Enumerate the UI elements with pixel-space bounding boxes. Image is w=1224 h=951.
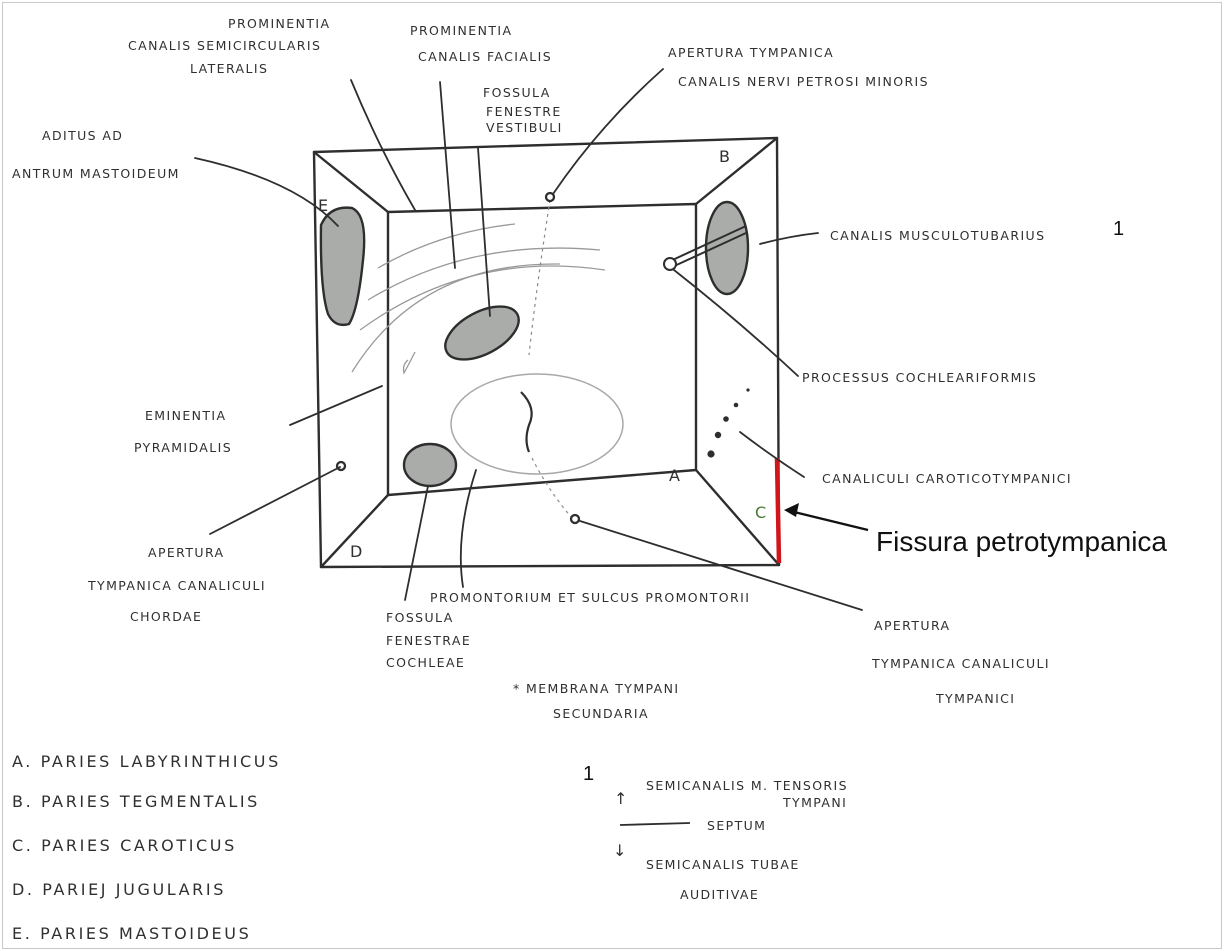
svg-text:LATERALIS: LATERALIS [190,61,268,76]
dashed-nerve-line [528,199,573,519]
outer-square [312,136,781,569]
svg-text:FENESTRAE: FENESTRAE [386,633,471,648]
label-prominentia-facialis: PROMINENTIA CANALIS FACIALIS [410,23,552,64]
svg-text:* MEMBRANA TYMPANI: * MEMBRANA TYMPANI [513,681,679,696]
footnote-up-arrow: ↑ [614,789,630,808]
legend: A. PARIES LABYRINTHICUS B. PARIES TEGMEN… [12,752,281,943]
label-membrana-tympani-secundaria: * MEMBRANA TYMPANI SECUNDARIA [513,681,679,721]
septum-line [619,822,691,826]
shaded-structures [319,200,750,488]
legend-item-b: B. PARIES TEGMENTALIS [12,792,260,811]
svg-text:PYRAMIDALIS: PYRAMIDALIS [134,440,232,455]
fissura-petrotympanica-line [774,457,782,564]
processus-cochleariformis-marker [663,257,677,271]
svg-text:PROMINENTIA: PROMINENTIA [410,23,512,38]
legend-item-e: E. PARIES MASTOIDEUS [12,924,251,943]
svg-text:APERTURA: APERTURA [148,545,224,560]
svg-text:ADITUS AD: ADITUS AD [42,128,123,143]
musculotubarius-ellipse [704,200,750,296]
legend-item-c: C. PARIES CAROTICUS [12,836,237,855]
label-promontorium: PROMONTORIUM ET SULCUS PROMONTORII [430,590,750,605]
label-canalis-musculotubarius: CANALIS MUSCULOTUBARIUS 1 [830,218,1124,243]
corner-tl [312,150,390,214]
svg-text:FOSSULA: FOSSULA [386,610,454,625]
svg-text:CHORDAE: CHORDAE [130,609,202,624]
svg-text:SEMICANALIS M. TENSORIS: SEMICANALIS M. TENSORIS [646,778,848,793]
svg-text:VESTIBULI: VESTIBULI [486,120,563,135]
label-prominentia-semicircularis: PROMINENTIA CANALIS SEMICIRCULARIS LATER… [128,16,330,76]
svg-text:FOSSULA: FOSSULA [483,85,551,100]
fissura-arrow [784,503,869,532]
svg-text:AUDITIVAE: AUDITIVAE [680,887,759,902]
fossula-vestibuli-ellipse [444,305,520,361]
caroticotympanic-dots [707,388,750,458]
wall-letter-d: D [350,542,365,561]
sulcus-promontorii [520,391,533,453]
svg-text:ANTRUM MASTOIDEUM: ANTRUM MASTOIDEUM [12,166,180,181]
svg-text:TYMPANICI: TYMPANICI [935,691,1015,706]
svg-text:CANALIS MUSCULOTUBARIUS: CANALIS MUSCULOTUBARIUS [830,228,1045,243]
svg-text:EMINENTIA: EMINENTIA [145,408,226,423]
promontorium-oval [450,373,624,475]
footnote-marker: 1 [583,763,594,785]
label-canaliculi-caroticotympanici: CANALICULI CAROTICOTYMPANICI [822,471,1072,486]
svg-text:APERTURA TYMPANICA: APERTURA TYMPANICA [668,45,834,60]
svg-text:TYMPANICA CANALICULI: TYMPANICA CANALICULI [871,656,1050,671]
legend-item-d: D. PARIEJ JUGULARIS [12,880,226,899]
svg-text:APERTURA: APERTURA [874,618,950,633]
svg-text:SEPTUM: SEPTUM [707,818,766,833]
prominence-arcs [351,223,606,375]
label-eminentia-pyramidalis: EMINENTIA PYRAMIDALIS [134,408,232,455]
svg-text:PROMINENTIA: PROMINENTIA [228,16,330,31]
label-apertura-petrosi-minoris: APERTURA TYMPANICA CANALIS NERVI PETROSI… [668,45,929,89]
label-apertura-tympanici: APERTURA TYMPANICA CANALICULI TYMPANICI [871,618,1050,706]
label-fossula-vestibuli: FOSSULA FENESTRE VESTIBULI [483,85,563,135]
svg-text:SECUNDARIA: SECUNDARIA [553,706,649,721]
openings [335,191,581,525]
footnote: 1 ↑ SEMICANALIS M. TENSORIS TYMPANI SEPT… [583,763,848,902]
corner-bl [319,493,390,569]
label-apertura-chordae: APERTURA TYMPANICA CANALICULI CHORDAE [87,545,266,624]
wall-letter-c: C [755,503,769,522]
svg-text:FENESTRE: FENESTRE [486,104,562,119]
opening-canaliculi-tympanici [569,513,581,525]
wall-letter-b: B [719,147,733,166]
cavity-box [312,136,781,569]
svg-text:SEMICANALIS TUBAE: SEMICANALIS TUBAE [646,857,800,872]
label-aditus-ad-antrum: ADITUS AD ANTRUM MASTOIDEUM [12,128,180,181]
svg-text:1: 1 [1113,218,1124,240]
svg-text:CANALIS NERVI PETROSI MINORIS: CANALIS NERVI PETROSI MINORIS [678,74,929,89]
footnote-down-arrow: ↓ [613,841,629,860]
leader-lines [194,68,863,611]
corner-tr [694,136,779,206]
svg-text:TYMPANI: TYMPANI [782,795,847,810]
wall-letter-e: E [318,196,331,215]
svg-text:COCHLEAE: COCHLEAE [386,655,465,670]
promontorium [450,373,624,475]
label-fossula-cochleae: FOSSULA FENESTRAE COCHLEAE [386,610,471,670]
svg-text:CANALIS FACIALIS: CANALIS FACIALIS [418,49,552,64]
label-processus-cochleariformis: PROCESSUS COCHLEARIFORMIS [802,370,1037,385]
svg-text:CANALIS SEMICIRCULARIS: CANALIS SEMICIRCULARIS [128,38,321,53]
opening-petrosi-minoris [544,191,556,203]
corner-br [694,468,781,567]
aditus-ellipse [319,206,366,327]
musculotubarius-tube [663,225,747,271]
label-fissura-petrotympanica: Fissura petrotympanica [876,526,1167,557]
svg-text:TYMPANICA CANALICULI: TYMPANICA CANALICULI [87,578,266,593]
fossula-cochleae-ellipse [402,442,458,488]
legend-item-a: A. PARIES LABYRINTHICUS [12,752,281,771]
wall-letter-a: A [669,466,683,485]
